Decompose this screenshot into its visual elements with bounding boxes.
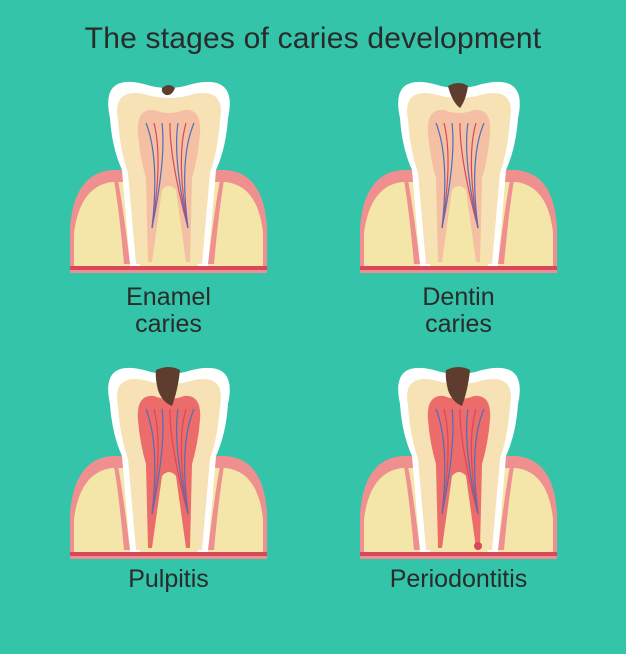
jaw-bone bbox=[74, 468, 263, 556]
vessel-line bbox=[145, 122, 156, 229]
base-line bbox=[70, 552, 267, 556]
caries-lesion bbox=[161, 85, 175, 96]
jaw-bone bbox=[74, 182, 263, 270]
vessel-line bbox=[441, 408, 454, 515]
vessel-line bbox=[180, 408, 189, 515]
stage-label: Dentin caries bbox=[302, 284, 615, 338]
stage-dentin-caries: Dentin caries bbox=[302, 78, 615, 368]
stage-label-line1: Pulpitis bbox=[128, 565, 209, 593]
base-line bbox=[70, 266, 267, 270]
vessel-line bbox=[184, 408, 195, 515]
vessel-line bbox=[184, 122, 195, 229]
vessel-line bbox=[176, 122, 189, 229]
stage-pulpitis: Pulpitis bbox=[12, 364, 325, 654]
base-line bbox=[360, 266, 557, 270]
stage-periodontitis: Periodontitis bbox=[302, 364, 615, 654]
vessel-line bbox=[441, 122, 449, 229]
gum-cuff-right bbox=[208, 456, 226, 550]
vessel-line bbox=[169, 408, 189, 515]
gum-cuff-left bbox=[112, 170, 130, 264]
tooth-illustration-dentin-caries bbox=[360, 81, 557, 273]
tooth-illustration-enamel-caries bbox=[70, 81, 267, 273]
stage-label: Pulpitis bbox=[12, 566, 325, 593]
stage-label-line1: Dentin bbox=[422, 283, 495, 311]
diagram-title: The stages of caries development bbox=[84, 22, 542, 55]
gum-cuff-left bbox=[402, 456, 420, 550]
stage-enamel-caries: Enamel caries bbox=[12, 78, 325, 368]
tooth-illustration-periodontitis bbox=[360, 367, 557, 559]
vessel-line bbox=[470, 122, 479, 229]
vessel-line bbox=[474, 408, 485, 515]
vessel-line bbox=[466, 408, 479, 515]
gum-cuff-right bbox=[498, 456, 516, 550]
vessel-line bbox=[466, 122, 479, 229]
apical-lesion bbox=[474, 542, 482, 550]
gum-cuff-left bbox=[402, 170, 420, 264]
vessel-line bbox=[151, 122, 159, 229]
base-line bbox=[360, 552, 557, 556]
vessel-line bbox=[145, 408, 156, 515]
vessel-line bbox=[459, 122, 479, 229]
gum-cuff-right bbox=[208, 170, 226, 264]
gum-cuff-right bbox=[498, 170, 516, 264]
jaw-bone bbox=[364, 182, 553, 270]
vessel-line bbox=[180, 122, 189, 229]
vessel-line bbox=[151, 122, 164, 229]
jaw-bone bbox=[364, 468, 553, 556]
stage-label: Periodontitis bbox=[302, 566, 615, 593]
stage-label: Enamel caries bbox=[12, 284, 325, 338]
vessel-line bbox=[176, 408, 189, 515]
vessel-line bbox=[435, 408, 446, 515]
vessel-line bbox=[459, 408, 479, 515]
stage-label-line2: caries bbox=[135, 310, 202, 338]
caries-lesion bbox=[445, 367, 470, 406]
vessel-line bbox=[151, 408, 159, 515]
gum-cuff-left bbox=[112, 456, 130, 550]
vessel-line bbox=[169, 122, 189, 229]
stage-label-line1: Periodontitis bbox=[389, 565, 528, 593]
stage-label-line1: Enamel bbox=[126, 283, 211, 311]
caries-lesion bbox=[448, 83, 468, 108]
stage-label-line2: caries bbox=[425, 310, 492, 338]
vessel-line bbox=[474, 122, 485, 229]
vessel-line bbox=[151, 408, 164, 515]
caries-lesion bbox=[155, 367, 180, 406]
vessel-line bbox=[435, 122, 446, 229]
vessel-line bbox=[470, 408, 479, 515]
vessel-line bbox=[441, 408, 449, 515]
vessel-line bbox=[441, 122, 454, 229]
tooth-illustration-pulpitis bbox=[70, 367, 267, 559]
